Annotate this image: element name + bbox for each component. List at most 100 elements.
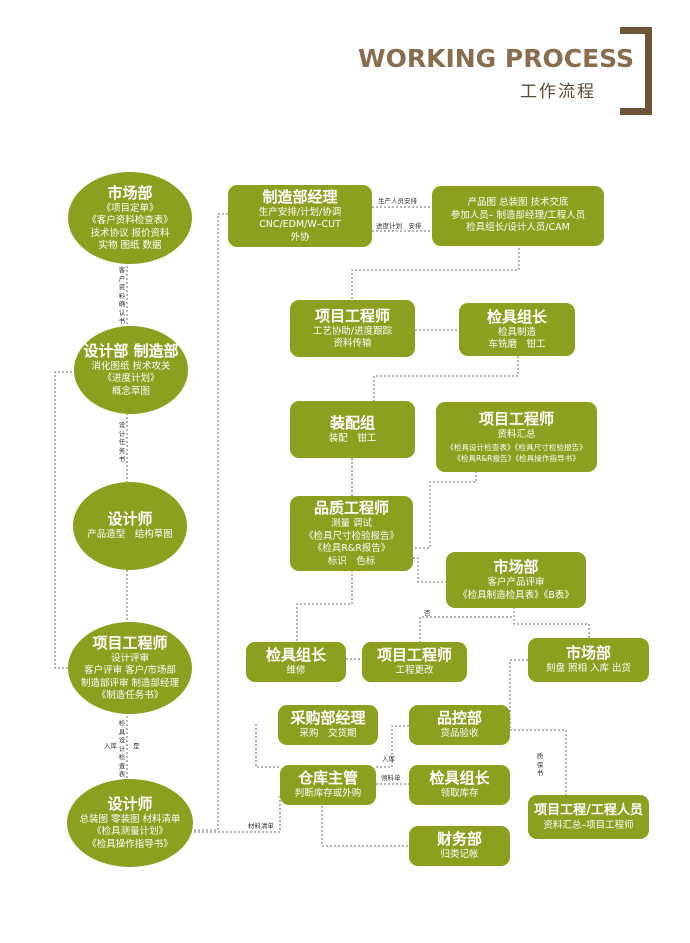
node-line: 《客户资料检查表》: [87, 215, 173, 226]
label-production-arrange: 生产人员安排: [378, 197, 417, 205]
node-line: 《检具测量计划》: [91, 826, 168, 838]
node-title: 市场部: [107, 183, 153, 202]
connector-purchase-warehouse: [255, 724, 280, 768]
node-purchasing-manager: 采购部经理 采购 交货期: [278, 705, 378, 745]
connector-gauge-assembly: [373, 356, 519, 401]
node-line: 《检具R&R报告》《检具操作指导书》: [453, 453, 580, 463]
node-project-engineer-right: 项目工程师 资料汇总 《检具设计检查表》《检具尺寸检验报告》 《检具R&R报告》…: [436, 402, 597, 472]
node-title: 检具组长: [429, 769, 490, 788]
node-title: 设计部 制造部: [83, 341, 179, 360]
node-line: 资料汇总: [497, 429, 536, 441]
connector-peright-quality: [413, 471, 477, 549]
node-line: 外协: [290, 231, 310, 243]
node-title: 装配组: [329, 413, 375, 432]
node-title: 项目工程/工程人员: [534, 803, 643, 819]
node-title: 品控部: [436, 709, 482, 728]
node-project-staff: 项目工程/工程人员 资料汇总–项目工程师: [528, 795, 649, 839]
node-title: 采购部经理: [290, 709, 366, 728]
node-line: 生产安排/计划/协调: [258, 206, 342, 218]
node-line: 参加人员– 制造部经理/工程人员: [450, 209, 586, 221]
node-line: 总装图 零装图 材料清单: [79, 813, 181, 825]
node-line: 维修: [286, 665, 306, 677]
label-no: 否: [424, 609, 431, 617]
node-gauge-leader-2: 检具组长 维修: [246, 642, 346, 682]
node-line: 采购 交货期: [299, 728, 357, 740]
node-line: 《检具设计检查表》《检具尺寸检验报告》: [446, 442, 587, 452]
label-design-task: 设计任务书: [118, 421, 126, 463]
label-customer-confirm: 客户资料确认书: [118, 266, 126, 325]
node-line: 客户评审 客户/市场部: [84, 665, 176, 676]
node-line: 资料传输: [333, 338, 372, 349]
node-title: 项目工程师: [314, 306, 390, 325]
header-title-en: WORKING PROCESS: [358, 44, 635, 73]
node-title: 项目工程师: [376, 646, 452, 665]
label-material-list: 材料清单: [248, 822, 274, 830]
node-line: 工程更改: [395, 665, 434, 677]
node-gauge-leader-3: 检具组长 领取库存: [409, 765, 510, 805]
node-title: 财务部: [436, 830, 482, 849]
node-line: 领取库存: [440, 788, 479, 800]
label-quality-cert: 质保书: [536, 752, 544, 777]
node-title: 检具组长: [486, 307, 547, 326]
node-product-info: 产品图 总装图 技术交底 参加人员– 制造部经理/工程人员 检具组长/设计人员/…: [432, 186, 604, 246]
connector-market2-market3: [513, 607, 590, 638]
node-line: 归类记帐: [440, 849, 479, 861]
node-line: 测量 调试: [330, 518, 373, 529]
node-project-engineer-left: 项目工程师 设计评审 客户评审 客户/市场部 制造部评审 制造部经理 《制造任务…: [68, 622, 192, 714]
connector-market2-pechange: [419, 607, 515, 642]
connector-warehouse-finance: [321, 794, 409, 847]
node-design-mfg-dept: 设计部 制造部 消化图纸 技术攻关 《进度计划》 概念草图: [74, 326, 188, 414]
node-designer-2: 设计师 总装图 零装图 材料清单 《检具测量计划》 《检具操作指导书》: [67, 779, 193, 867]
node-market-dept-3: 市场部 刻盘 照相 入库 出货: [528, 638, 649, 682]
node-title: 设计师: [107, 794, 153, 813]
node-line: 设计评审: [110, 652, 149, 664]
node-line: 产品造型 结构草图: [87, 529, 173, 541]
node-mfg-manager: 制造部经理 生产安排/计划/协调 CNC/EDM/W–CUT 外协: [228, 185, 372, 247]
node-line: 《进度计划》: [102, 373, 160, 385]
connector-quality-gaugelead2: [296, 570, 353, 642]
node-line: 实物 图纸 数据: [98, 240, 162, 251]
header-title-zh: 工作流程: [520, 82, 596, 102]
node-line: 概念草图: [111, 385, 150, 397]
node-project-engineer-change: 项目工程师 工程更改: [362, 642, 467, 682]
node-line: 技术协议 报价资料: [90, 227, 170, 239]
node-title: 制造部经理: [262, 187, 338, 206]
connector-loop-left: [54, 371, 76, 669]
label-gauge-design-check: 检具设计检查表: [118, 719, 126, 778]
node-line: 货品验收: [440, 728, 479, 740]
node-gauge-leader-1: 检具组长 检具制造 车铣磨 钳工: [459, 303, 575, 356]
node-line: 车铣磨 钳工: [488, 339, 546, 350]
node-title: 项目工程师: [92, 633, 168, 652]
connector-quality-market2: [413, 557, 446, 583]
node-designer-1: 设计师 产品造型 结构草图: [73, 482, 187, 570]
node-line: 判断库存或外购: [294, 788, 362, 800]
node-line: 检具制造: [497, 326, 536, 338]
connector-material-list: [190, 794, 281, 833]
node-market-dept-2: 市场部 客户产品评审 《检具制造检具表》《B表》: [446, 552, 586, 608]
node-project-engineer-mid: 项目工程师 工艺协助/进度跟踪 资料传输: [290, 300, 415, 357]
node-finance-dept: 财务部 归类记帐: [409, 826, 510, 866]
node-title: 检具组长: [265, 646, 326, 665]
node-title: 设计师: [107, 510, 153, 529]
node-quality-control: 品控部 货品验收: [409, 705, 510, 745]
node-line: 资料汇总–项目工程师: [543, 820, 634, 832]
node-warehouse-supervisor: 仓库主管 判断库存或外购: [280, 765, 376, 805]
label-into-stock: 入库: [104, 742, 117, 750]
label-yes: 是: [133, 742, 140, 750]
node-line: 产品图 总装图 技术交底: [467, 197, 569, 209]
node-line: 制造部评审 制造部经理: [80, 677, 180, 689]
connector-info-pe: [351, 248, 520, 300]
node-assembly-group: 装配组 装配 钳工: [290, 401, 415, 458]
label-in-stock: 入库: [382, 755, 395, 763]
node-quality-engineer: 品质工程师 测量 调试 《检具尺寸检验报告》 《检具R&R报告》 标识 色标: [290, 496, 413, 571]
node-line: 《检具制造检具表》《B表》: [458, 589, 574, 601]
node-line: 标识 色标: [327, 555, 376, 567]
connector-designer-mfg: [190, 213, 228, 831]
node-title: 市场部: [565, 644, 611, 663]
node-line: 装配 钳工: [328, 432, 377, 444]
node-line: 刻盘 照相 入库 出货: [545, 663, 632, 675]
node-title: 市场部: [493, 558, 539, 576]
node-line: 检具组长/设计人员/CAM: [466, 222, 570, 234]
node-title: 项目工程师: [478, 410, 554, 429]
